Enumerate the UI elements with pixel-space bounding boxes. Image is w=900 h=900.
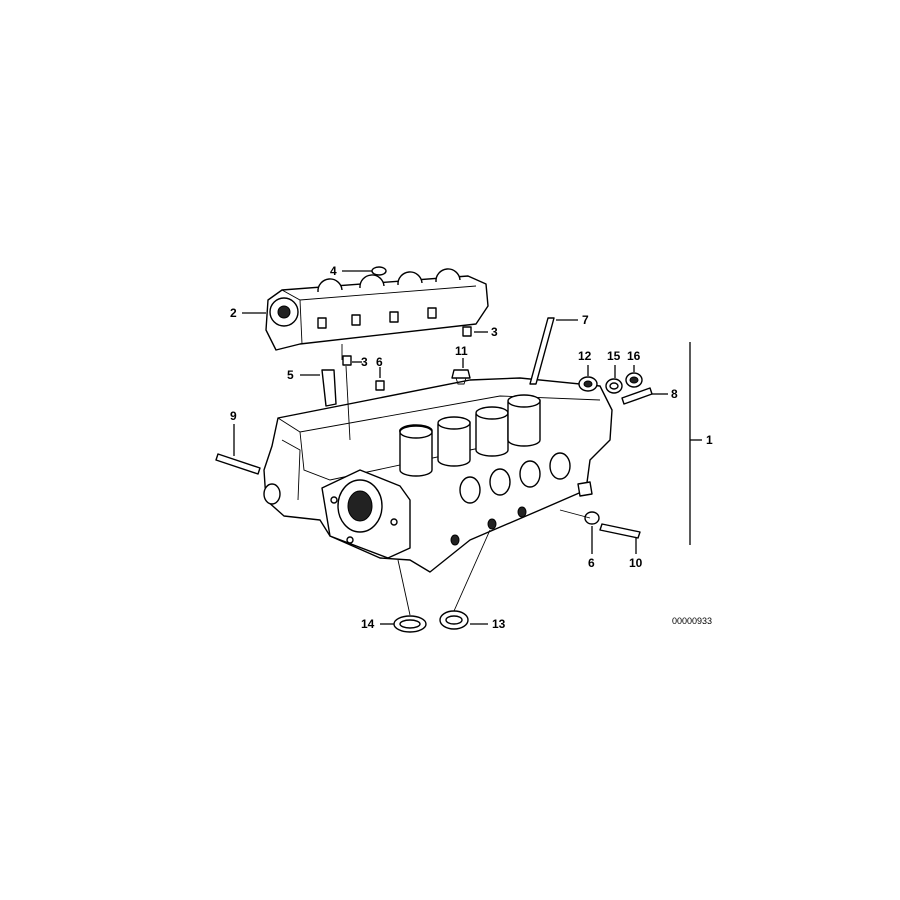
dowel-sleeve [342,355,352,366]
callout-2: 2 [230,306,237,320]
shaft-seal-14 [393,615,427,633]
callout-4: 4 [330,264,337,278]
guide-tube [321,369,337,407]
shaft-seal-13 [439,610,469,630]
screw-plug [451,369,471,379]
stud-8 [621,387,653,405]
dowel [375,380,385,391]
gasket-ring [605,378,623,394]
callout-11: 11 [455,344,468,358]
callout-8: 8 [671,387,678,401]
camshaft-bearing-housing [265,268,489,351]
callout-13: 13 [492,617,506,631]
stud-10 [599,523,641,539]
callout-14: 14 [361,617,375,631]
callout-6-upper: 6 [376,355,383,369]
callout-3-lower: 3 [361,355,368,369]
sealing-plug [578,376,598,392]
sleeve [584,511,600,525]
callout-5: 5 [287,368,294,382]
cylinder-head-body [263,377,613,573]
callout-3-upper: 3 [491,325,498,339]
callout-6-lower: 6 [588,556,595,570]
dowel-sleeve [462,326,472,337]
callout-9: 9 [230,409,237,423]
leader-lines [233,270,702,625]
callout-12: 12 [578,349,592,363]
seal-ring [371,266,387,276]
callout-15: 15 [607,349,621,363]
callout-7: 7 [582,313,589,327]
callout-10: 10 [629,556,643,570]
callout-labels: 1 2 3 3 4 5 6 6 7 8 9 10 11 12 13 14 15 … [230,264,713,631]
long-stud [529,317,555,385]
stud-9 [215,453,261,475]
plug-with-ring [625,372,643,388]
callout-1: 1 [706,433,713,447]
callout-16: 16 [627,349,641,363]
reference-number: 00000933 [672,616,712,626]
